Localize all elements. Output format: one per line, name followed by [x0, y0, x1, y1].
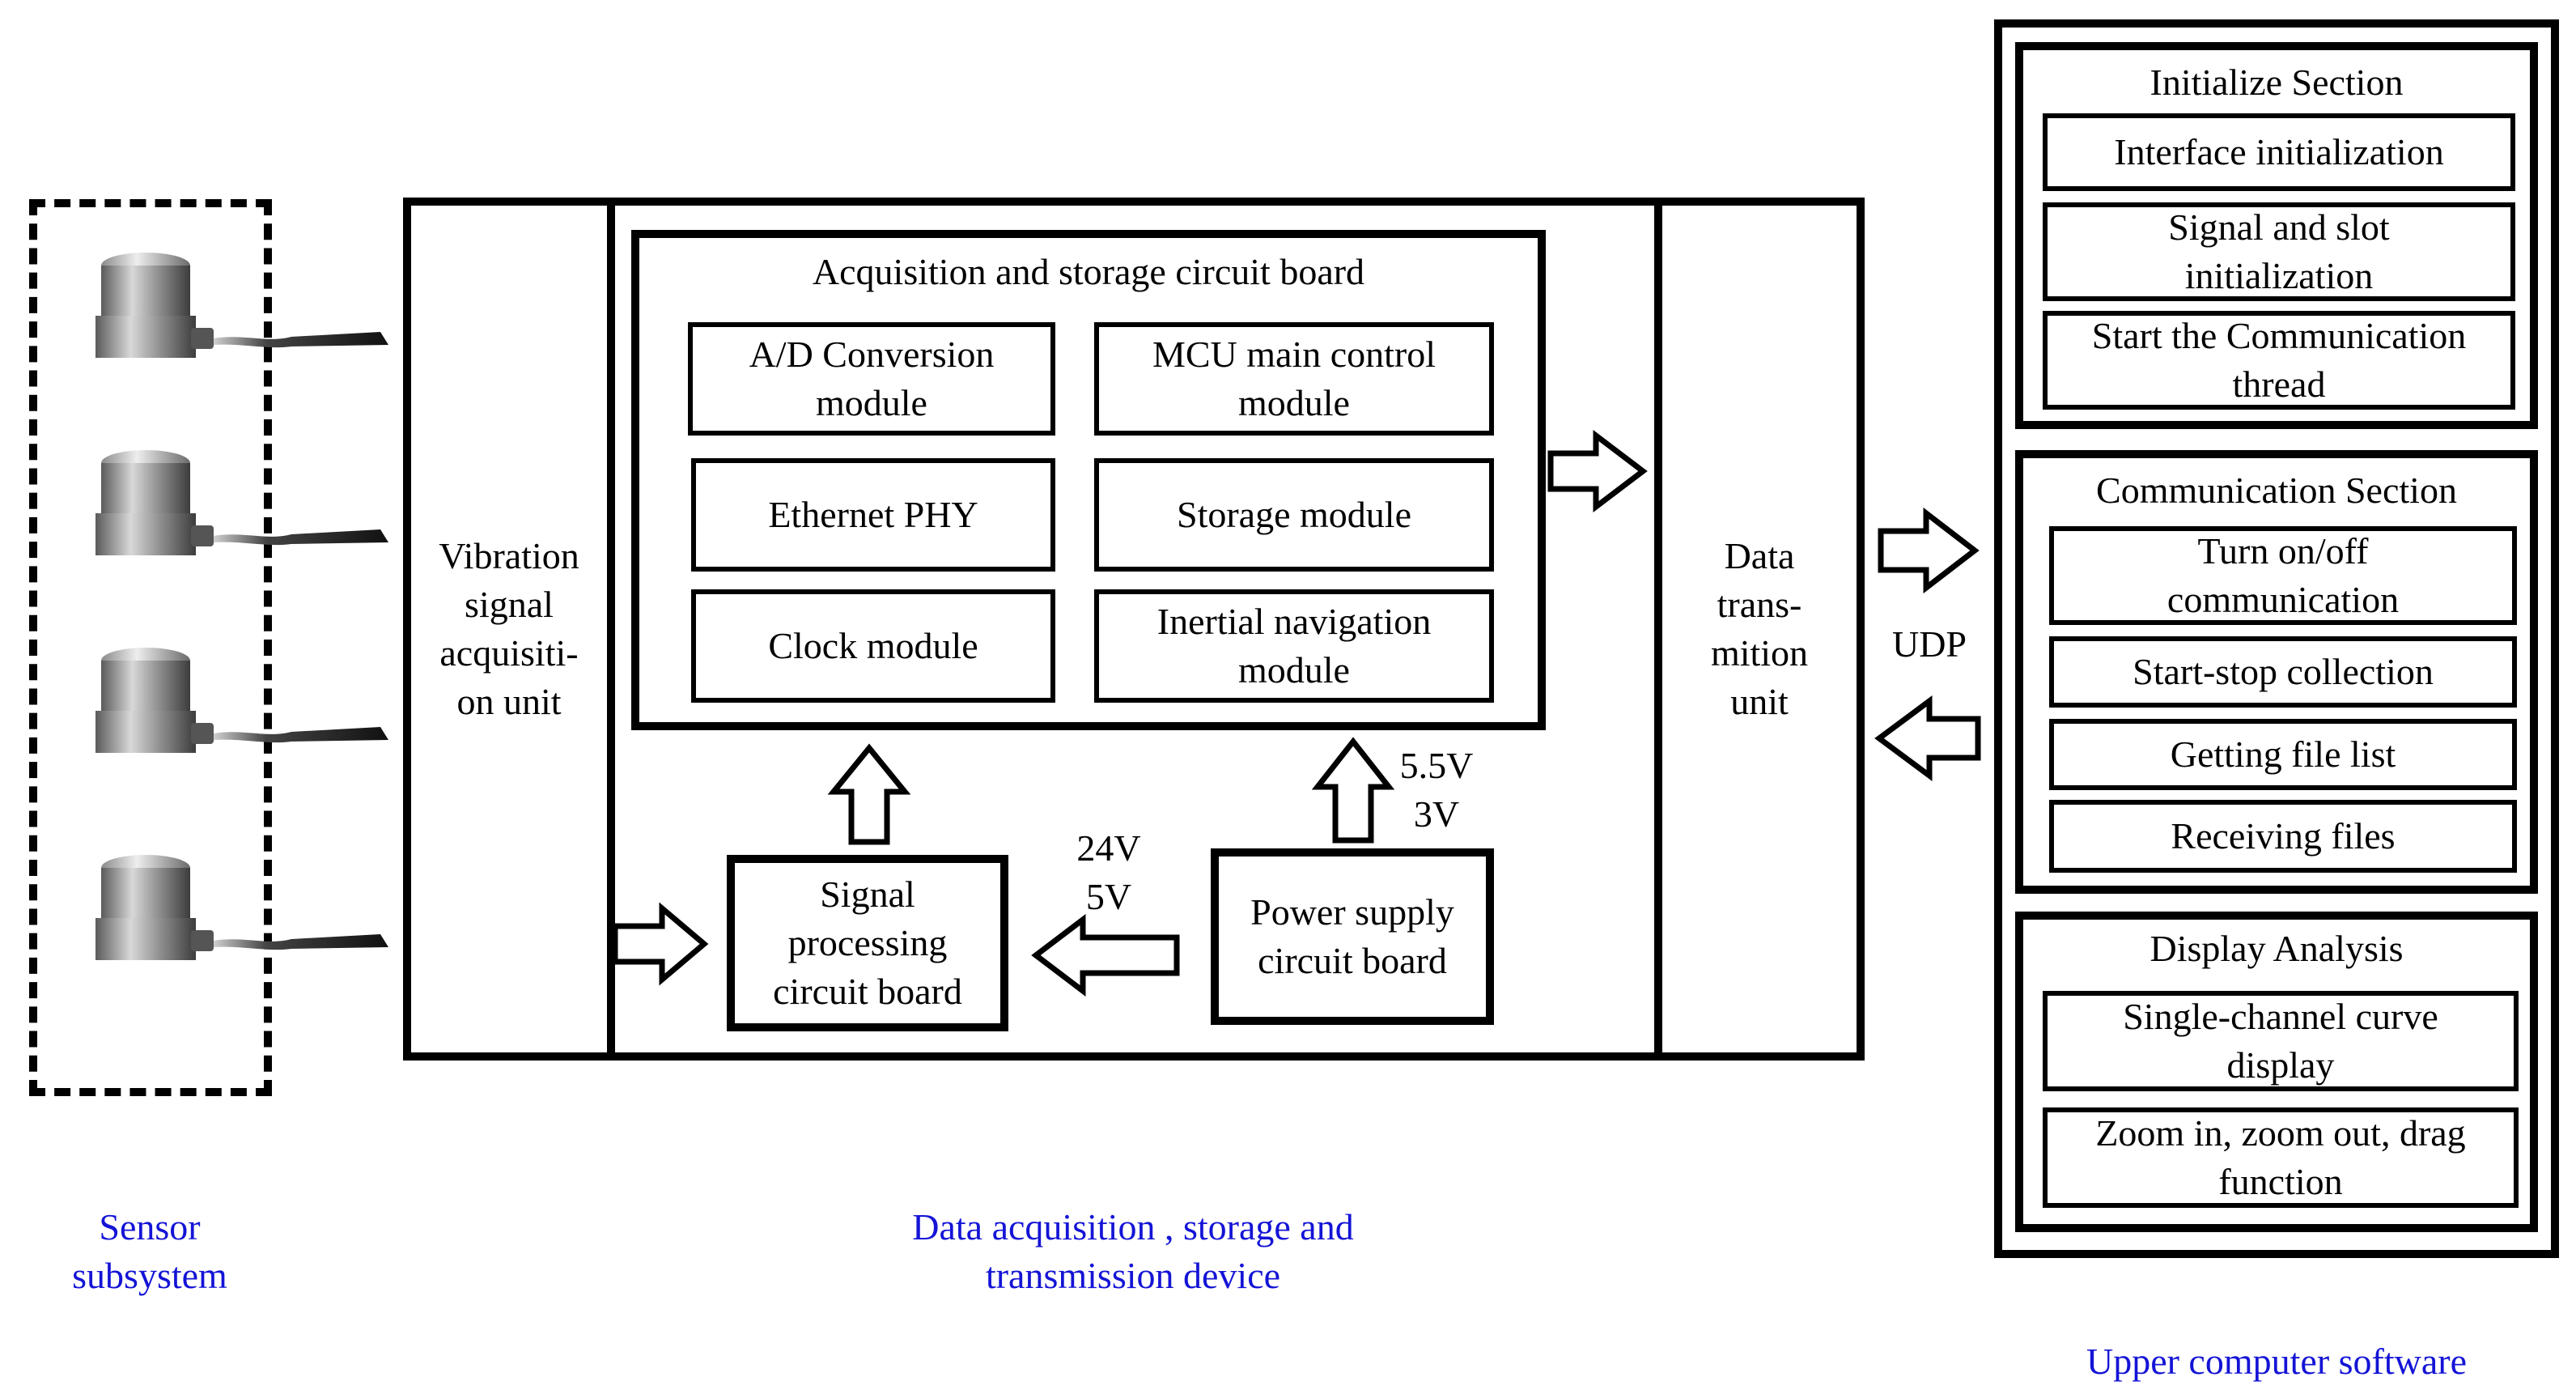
arrow-up-power-to-board	[1311, 737, 1395, 844]
software-frame	[1994, 19, 2559, 1258]
software-caption: Upper computer software	[2086, 1341, 2468, 1382]
sensor-subsystem-caption: Sensor subsystem	[72, 1206, 227, 1296]
sensor-subsystem-frame	[29, 199, 272, 1096]
initialize-section-title: Initialize Section	[2149, 62, 2404, 103]
display-analysis-section	[2015, 912, 2538, 1232]
single-channel-curve-display-item: Single-channel curve display	[2043, 991, 2519, 1091]
ethernet-phy-module: Ethernet PHY	[691, 458, 1055, 572]
getting-file-list-item: Getting file list	[2049, 719, 2517, 790]
signal-slot-initialization-item: Signal and slot initialization	[2043, 202, 2515, 301]
power-supply-board: Power supply circuit board	[1211, 848, 1494, 1025]
storage-module: Storage module	[1094, 458, 1494, 572]
arrow-right-board-to-transmission	[1547, 429, 1648, 513]
arrow-right-to-software	[1878, 507, 1980, 594]
interface-initialization-item: Interface initialization	[2043, 113, 2515, 191]
inertial-navigation-module: Inertial navigation module	[1094, 589, 1494, 703]
voltage-label-board: 5.5V 3V	[1399, 745, 1474, 835]
acquisition-storage-board-title: Acquisition and storage circuit board	[812, 251, 1365, 292]
initialize-section	[2015, 42, 2538, 429]
ad-conversion-module: A/D Conversion module	[688, 322, 1055, 436]
arrow-left-power-to-signal	[1031, 913, 1180, 997]
display-analysis-title: Display Analysis	[2149, 928, 2404, 969]
start-communication-thread-item: Start the Communication thread	[2043, 311, 2515, 410]
signal-processing-board: Signal processing circuit board	[727, 855, 1008, 1031]
turn-on-off-communication-item: Turn on/off communication	[2049, 526, 2517, 625]
data-transmission-unit: Data trans- mition unit	[1654, 198, 1865, 1061]
sensor-icon-2	[95, 450, 388, 555]
clock-module: Clock module	[691, 589, 1055, 703]
sensor-icon-3	[95, 648, 388, 753]
arrow-up-signal-to-board	[827, 743, 911, 845]
communication-section	[2015, 450, 2538, 894]
sensor-icon-1	[95, 253, 388, 358]
mcu-main-control-module: MCU main control module	[1094, 322, 1494, 436]
start-stop-collection-item: Start-stop collection	[2049, 636, 2517, 708]
device-caption: Data acquisition , storage and transmiss…	[912, 1206, 1354, 1296]
zoom-drag-function-item: Zoom in, zoom out, drag function	[2043, 1107, 2519, 1208]
udp-label: UDP	[1891, 623, 1967, 665]
arrow-left-from-software	[1874, 695, 1981, 781]
vibration-acquisition-unit: Vibration signal acquisiti- on unit	[403, 198, 615, 1061]
acquisition-storage-board	[631, 230, 1546, 730]
voltage-label-signal: 24V 5V	[1076, 827, 1141, 917]
communication-section-title: Communication Section	[2096, 470, 2457, 511]
arrow-right-vibration-to-signal	[612, 902, 709, 986]
receiving-files-item: Receiving files	[2049, 800, 2517, 873]
sensor-icon-4	[95, 855, 388, 960]
